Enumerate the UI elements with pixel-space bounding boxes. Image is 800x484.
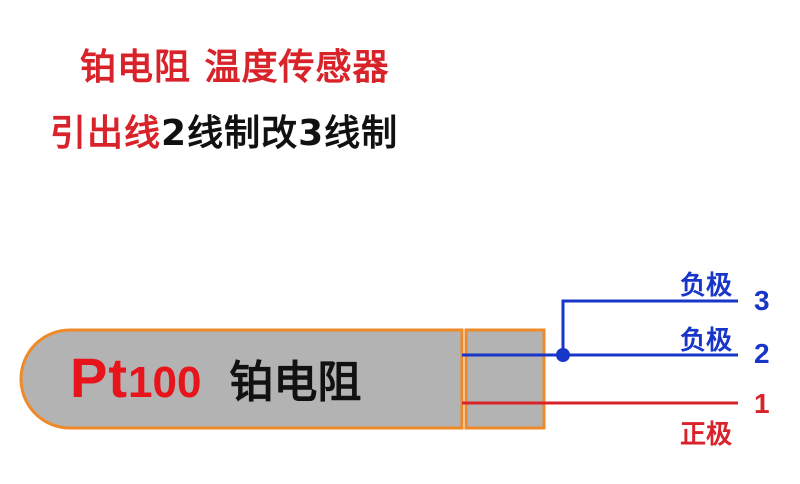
title-line-2-red: 引出线 — [50, 113, 162, 154]
wire-2-pin: 2 — [754, 338, 770, 369]
terminal-block — [464, 328, 546, 430]
probe-body — [19, 328, 464, 430]
probe-name: 铂电阻 — [229, 357, 362, 408]
probe-number: 100 — [128, 358, 202, 407]
title-line-1: 铂电阻 温度传感器 — [80, 47, 390, 88]
wire-3-label: 负极 — [680, 271, 733, 301]
probe-label: Pt100 铂电阻 — [70, 345, 361, 410]
wire-2-label: 负极 — [680, 326, 733, 356]
title-line-2-black: 2线制改3线制 — [161, 113, 399, 154]
wire-3 — [561, 299, 738, 355]
probe-pt: Pt — [70, 346, 128, 409]
wire-1-label: 正极 — [680, 420, 733, 450]
junction-dot — [556, 348, 570, 362]
wire-3-pin: 3 — [754, 285, 770, 316]
title-line-2: 引出线2线制改3线制 — [50, 104, 398, 156]
wire-1-pin: 1 — [754, 388, 770, 419]
